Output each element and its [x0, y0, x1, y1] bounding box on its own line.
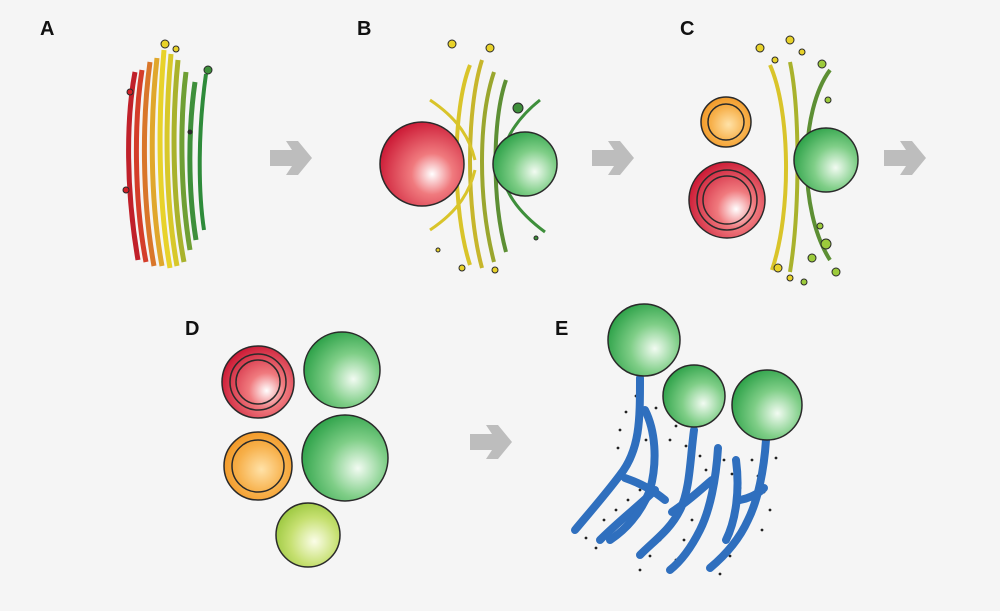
small-vesicle-c-1	[755, 43, 765, 53]
small-vesicle-c-12	[800, 278, 808, 286]
panel-label-c: C	[680, 18, 695, 40]
cisterna-a-6	[164, 53, 180, 267]
orange-vesicle-d	[223, 431, 293, 501]
cisterna-c-1	[768, 64, 789, 271]
red-vesicle-b	[379, 121, 465, 207]
cisterna-a-8	[179, 71, 193, 251]
small-vesicle-c-8	[786, 274, 794, 282]
green-vesicle-d-1	[303, 331, 381, 409]
tubule-1	[571, 374, 644, 534]
cisterna-b-2	[468, 59, 484, 269]
green-vesicle-d-2	[301, 414, 389, 502]
cisterna-a-2	[133, 69, 149, 263]
tubule-4	[606, 406, 659, 544]
red-vesicle-d-ring-1	[229, 353, 287, 411]
small-vesicle-c-7	[773, 263, 783, 273]
small-vesicle-b-3	[512, 102, 524, 114]
panel-label-a: A	[40, 18, 55, 40]
tubule-7	[666, 444, 722, 574]
small-vesicle-b-6	[435, 247, 441, 253]
panel-label-d: D	[185, 318, 200, 340]
panel-a-stack	[122, 39, 213, 269]
cisterna-b-3	[480, 71, 496, 263]
small-vesicle-b-4	[458, 264, 466, 272]
cisterna-b-6	[429, 169, 477, 232]
panel-c-golgi	[688, 35, 859, 286]
panel-d-vesicles	[221, 331, 389, 568]
small-vesicle-b-5	[491, 266, 499, 274]
cisterna-a-3	[141, 61, 157, 267]
cisterna-a-4	[149, 57, 165, 267]
small-vesicle-c-6	[824, 96, 832, 104]
green-bud-e-2	[662, 364, 726, 428]
cisterna-a-9	[187, 81, 199, 241]
tubule-8	[706, 436, 770, 572]
small-vesicle-c-11	[831, 267, 841, 277]
vesicle-a-5	[122, 186, 130, 194]
small-vesicle-c-5	[817, 59, 827, 69]
vesicle-a-1	[160, 39, 170, 49]
green-buds	[607, 303, 803, 441]
panel-b-golgi	[379, 39, 558, 274]
cisterna-a-10	[197, 73, 208, 231]
orange-vesicle-c-inner	[707, 103, 745, 141]
panel-label-e: E	[555, 318, 569, 340]
small-vesicle-c-10	[820, 238, 832, 250]
red-vesicle-d-ring-2	[235, 359, 281, 405]
green-bud-e-1	[607, 303, 681, 377]
panel-e-network	[571, 303, 803, 576]
small-vesicle-c-2	[785, 35, 795, 45]
right-arrow-icon	[884, 141, 926, 175]
cisterna-a-7	[171, 59, 187, 263]
green-vesicle-c	[793, 127, 859, 193]
panel-label-b: B	[357, 18, 372, 40]
green-vesicle-b	[492, 131, 558, 197]
vesicle-a-6	[187, 129, 193, 135]
small-vesicle-c-9	[807, 253, 817, 263]
tubules	[571, 374, 770, 574]
red-vesicle-c-ring-2	[702, 175, 752, 225]
green-bud-e-3	[731, 369, 803, 441]
orange-vesicle-d-inner	[231, 439, 285, 493]
red-vesicle-c	[688, 161, 766, 239]
small-vesicle-c-13	[816, 222, 824, 230]
tubule-10	[736, 484, 768, 504]
vesicle-a-2	[172, 45, 180, 53]
small-vesicle-b-2	[485, 43, 495, 53]
tubule-9	[722, 456, 742, 544]
small-vesicle-c-4	[771, 56, 779, 64]
red-vesicle-c-ring-1	[696, 169, 758, 231]
red-vesicle-d	[221, 345, 295, 419]
cisterna-b-5	[429, 98, 477, 161]
cisterna-a-5	[157, 49, 173, 269]
small-vesicle-b-7	[533, 235, 539, 241]
vesicle-a-3	[203, 65, 213, 75]
vesicle-a-4	[126, 88, 134, 96]
right-arrow-icon	[470, 425, 512, 459]
right-arrow-icon	[592, 141, 634, 175]
small-vesicle-c-3	[798, 48, 806, 56]
right-arrow-icon	[270, 141, 312, 175]
tubule-6	[668, 476, 716, 516]
lime-vesicle-d	[275, 502, 341, 568]
small-vesicle-b-1	[447, 39, 457, 49]
